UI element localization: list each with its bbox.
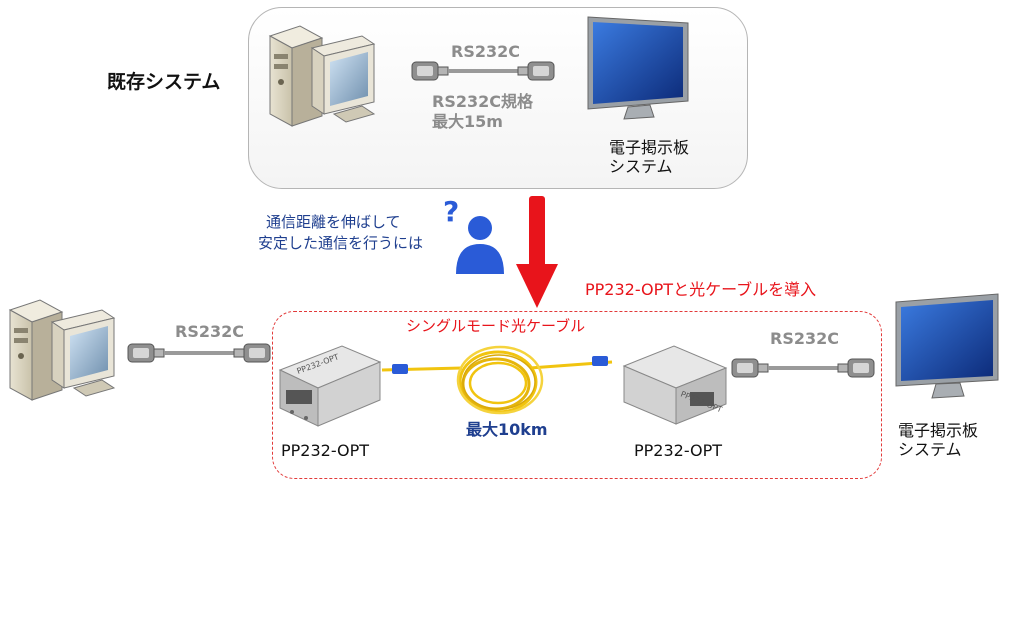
pp232-opt-device-left: PP232-OPT	[278, 345, 382, 427]
spec-line-1: RS232C規格	[432, 92, 533, 111]
converter-left-label: PP232-OPT	[281, 441, 370, 460]
fiber-label: シングルモード光ケーブル	[406, 317, 586, 335]
question-line-1: 通信距離を伸ばして	[266, 213, 401, 231]
desktop-pc-icon	[268, 25, 376, 127]
rs232c-cable-icon	[127, 343, 271, 363]
left-cable-label: RS232C	[175, 322, 244, 341]
rs232c-cable-icon	[731, 358, 875, 378]
pp232-opt-device-right: PP232-OPT	[622, 345, 728, 425]
red-down-arrow	[516, 196, 558, 308]
fiber-cable-icon	[381, 345, 613, 415]
distance-label: 最大10km	[466, 420, 548, 439]
top-display-label-1: 電子掲示板	[609, 138, 690, 157]
converter-right-label: PP232-OPT	[634, 441, 723, 460]
question-mark: ?	[443, 195, 460, 228]
question-line-2: 安定した通信を行うには	[258, 234, 424, 252]
top-cable-label: RS232C	[451, 42, 520, 61]
rs232c-cable-icon	[411, 61, 555, 81]
solution-label: PP232-OPTと光ケーブルを導入	[585, 280, 817, 299]
existing-system-label: 既存システム	[107, 71, 221, 93]
right-cable-label: RS232C	[770, 329, 839, 348]
top-display-label-2: システム	[609, 157, 673, 176]
bottom-display-label-1: 電子掲示板	[898, 421, 979, 440]
bottom-display-label-2: システム	[898, 440, 962, 459]
person-icon	[456, 216, 504, 274]
new-system-panel	[272, 311, 882, 479]
desktop-pc-icon	[8, 299, 116, 401]
monitor-icon	[895, 293, 999, 399]
spec-line-2: 最大15m	[432, 112, 503, 131]
monitor-icon	[587, 16, 689, 120]
